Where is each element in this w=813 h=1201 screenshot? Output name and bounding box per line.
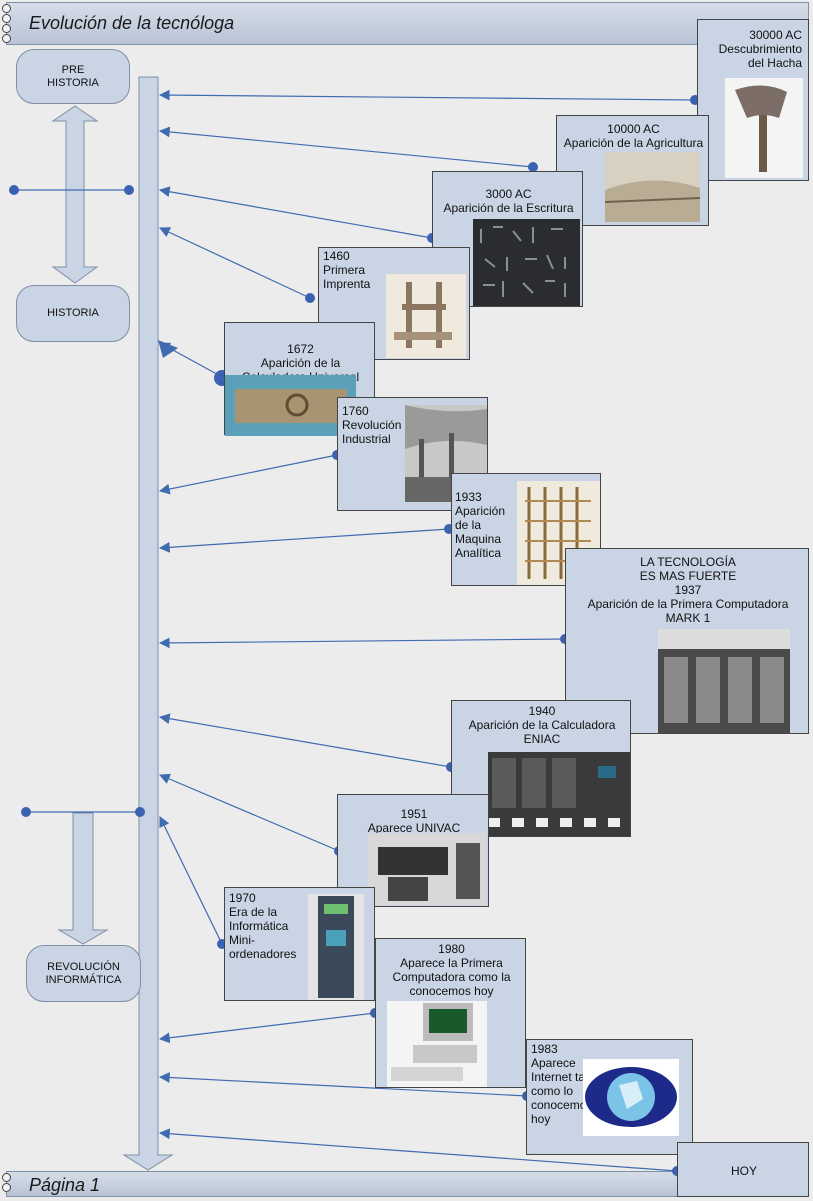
event-year: 1970 xyxy=(229,891,256,905)
event-eniac: 1940 Aparición de la Calculadora ENIAC xyxy=(451,700,631,837)
event-internet: 1983 Aparece Internet ta como lo conocem… xyxy=(526,1039,693,1155)
event-year: 1937 xyxy=(674,583,702,597)
event-text: Aparece la Primera Computadora como la c… xyxy=(392,956,511,998)
event-year: 1460 xyxy=(323,249,350,263)
univac-image xyxy=(368,833,486,905)
minicomputer-image xyxy=(308,894,364,1000)
event-year: 10000 AC xyxy=(607,122,660,136)
event-year: 30000 AC xyxy=(749,28,802,42)
era-down-arrow xyxy=(57,812,109,945)
binding-rings xyxy=(0,3,12,44)
writing-image xyxy=(473,219,580,306)
calculator-image xyxy=(225,375,356,436)
printing-press-image xyxy=(386,274,466,358)
agriculture-image xyxy=(605,152,700,222)
era-double-arrow xyxy=(51,105,99,284)
pc-image xyxy=(387,1001,487,1087)
event-year: 1983 xyxy=(531,1042,558,1056)
event-text: Descubrimiento del Hacha xyxy=(718,42,802,70)
event-text: Aparición de la Calculadora ENIAC xyxy=(468,718,616,746)
mark1-image xyxy=(658,629,790,733)
event-text: Aparición de la Escritura xyxy=(443,201,574,215)
page-title: Evolución de la tecnóloga xyxy=(29,13,235,33)
event-text: HOY xyxy=(730,1164,757,1178)
event-text: Aparición de la Maquina Analítica xyxy=(455,504,506,560)
internet-image xyxy=(583,1059,679,1136)
event-year: 1940 xyxy=(528,704,556,718)
event-text: Era de la Informática Mini- ordenadores xyxy=(229,905,297,961)
timeline-arrow xyxy=(122,76,174,1171)
event-agricultura: 10000 AC Aparición de la Agricultura xyxy=(556,115,709,226)
event-1970: 1970 Era de la Informática Mini- ordenad… xyxy=(224,887,375,1001)
header-bar: Evolución de la tecnóloga xyxy=(6,2,809,45)
event-text: Primera Imprenta xyxy=(323,263,371,291)
era-revolucion-informatica: REVOLUCIÓN INFORMÁTICA xyxy=(26,945,141,1002)
event-text: Aparece UNIVAC xyxy=(367,821,461,835)
event-year: 1980 xyxy=(438,942,465,956)
event-text: Revolución Industrial xyxy=(342,418,402,446)
footer-label: Página 1 xyxy=(29,1175,101,1195)
era-historia: HISTORIA xyxy=(16,285,130,342)
event-1980: 1980 Aparece la Primera Computadora como… xyxy=(375,938,526,1088)
event-text: Aparición de la Primera Computadora MARK… xyxy=(587,597,789,625)
event-year: 1760 xyxy=(342,404,369,418)
event-year: 3000 AC xyxy=(485,187,532,201)
event-text: Aparece Internet ta como lo conocemo hoy xyxy=(531,1056,585,1126)
eniac-image xyxy=(488,752,630,836)
event-intro: LA TECNOLOGÍA ES MAS FUERTE xyxy=(639,555,737,583)
event-year: 1933 xyxy=(455,490,482,504)
event-year: 1672 xyxy=(287,342,314,356)
event-text: Aparición de la Agricultura xyxy=(563,136,704,150)
event-hoy: HOY xyxy=(677,1142,809,1197)
era-prehistoria: PRE HISTORIA xyxy=(16,49,130,104)
event-hacha: 30000 AC Descubrimiento del Hacha xyxy=(697,19,809,181)
event-year: 1951 xyxy=(400,807,428,821)
axe-image xyxy=(725,78,803,178)
event-mark-1: LA TECNOLOGÍA ES MAS FUERTE 1937 Aparici… xyxy=(565,548,809,734)
binding-rings-bottom xyxy=(0,1172,12,1193)
